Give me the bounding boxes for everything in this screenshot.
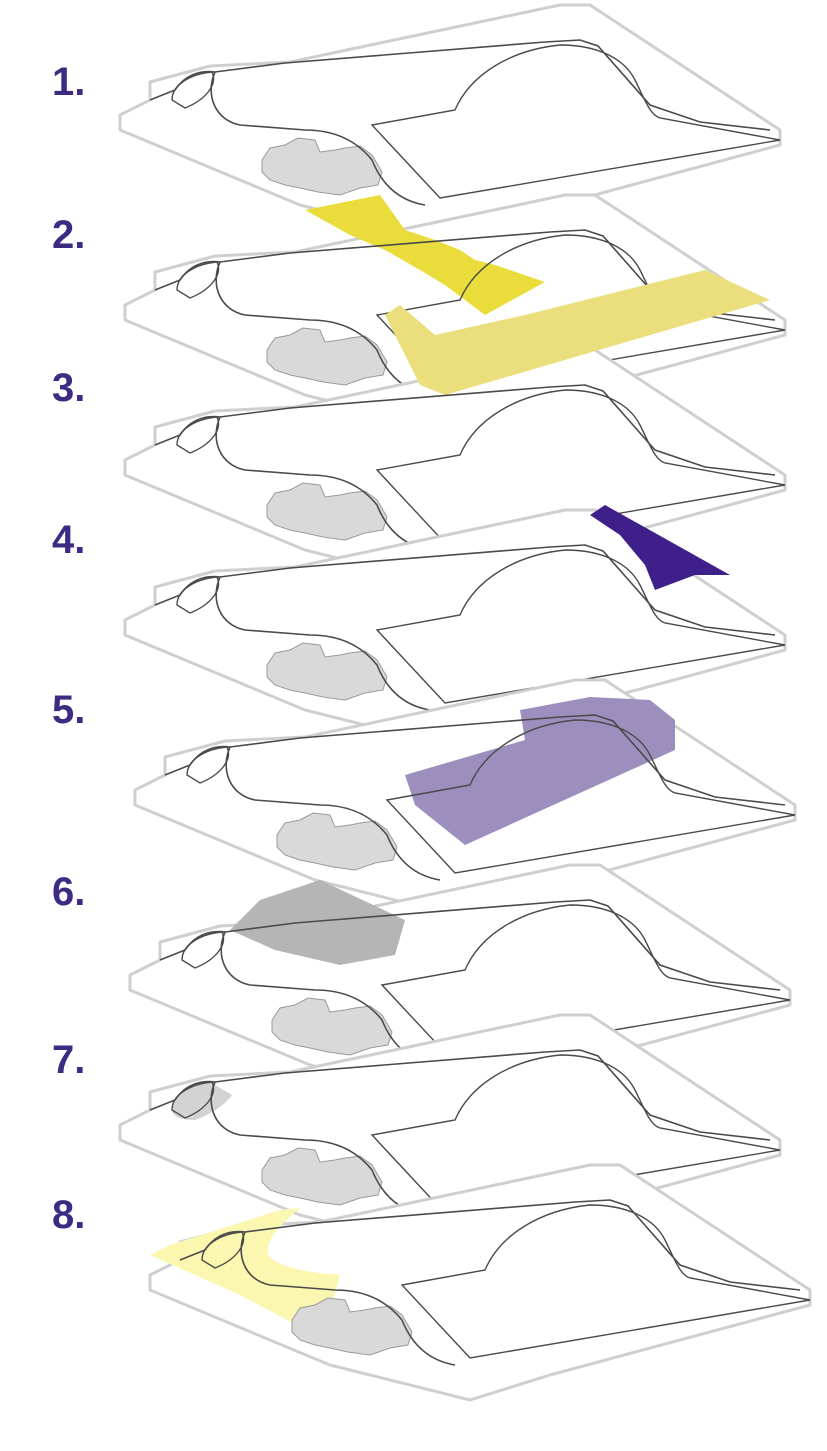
layer-3-label: 3. — [52, 368, 85, 408]
layer-2-label: 2. — [52, 215, 85, 255]
layer-4-label: 4. — [52, 520, 85, 560]
layer-1-plate — [120, 5, 780, 240]
layer-7-label: 7. — [52, 1040, 85, 1080]
layer-6-label: 6. — [52, 872, 85, 912]
layer-5-plate — [135, 680, 795, 915]
layer-8-plate — [150, 1165, 810, 1400]
layer-1-label: 1. — [52, 62, 85, 102]
layer-8-label: 8. — [52, 1195, 85, 1235]
layer-5-label: 5. — [52, 690, 85, 730]
